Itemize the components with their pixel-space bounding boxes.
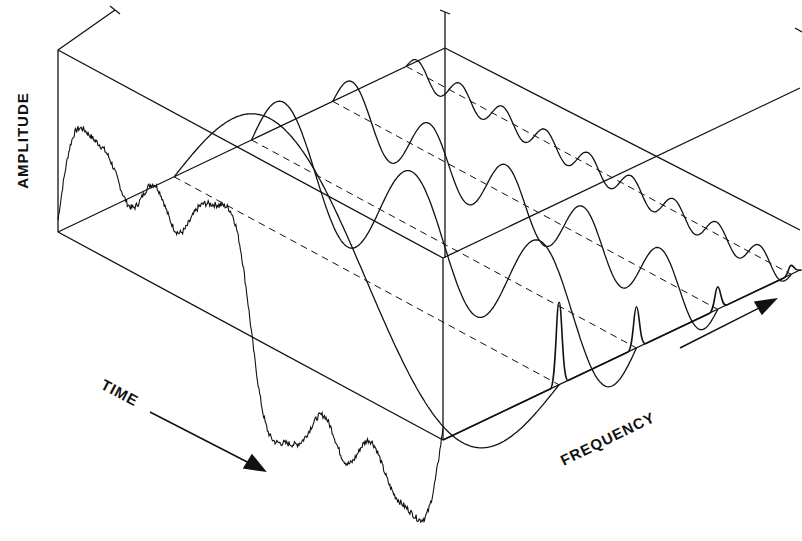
amplitude-axis <box>57 50 58 232</box>
arrowhead <box>244 455 265 471</box>
bracket-tick <box>795 28 802 32</box>
box-edge <box>443 88 800 258</box>
box-edge <box>58 10 115 50</box>
time-axis <box>58 232 443 440</box>
sine-component <box>333 81 718 330</box>
sine-component <box>406 60 791 282</box>
sine-component <box>252 101 637 387</box>
sine-component <box>174 114 559 448</box>
waveforms <box>58 60 800 522</box>
axis-label: FREQUENCY <box>558 409 657 468</box>
time-arrow <box>150 412 255 466</box>
axis-label: TIME <box>99 376 141 408</box>
spectrum <box>443 265 800 440</box>
box-frame <box>58 6 802 440</box>
axis-arrows <box>150 299 776 471</box>
axis-label: AMPLITUDE <box>15 92 30 189</box>
bracket-tick <box>440 10 450 14</box>
box-edge <box>445 48 800 230</box>
box-edge <box>442 258 443 440</box>
time-waveform <box>58 126 443 522</box>
box-edge <box>58 50 443 258</box>
arrowhead <box>755 299 776 314</box>
frequency-arrow <box>680 305 765 348</box>
bracket-tick <box>110 6 120 14</box>
